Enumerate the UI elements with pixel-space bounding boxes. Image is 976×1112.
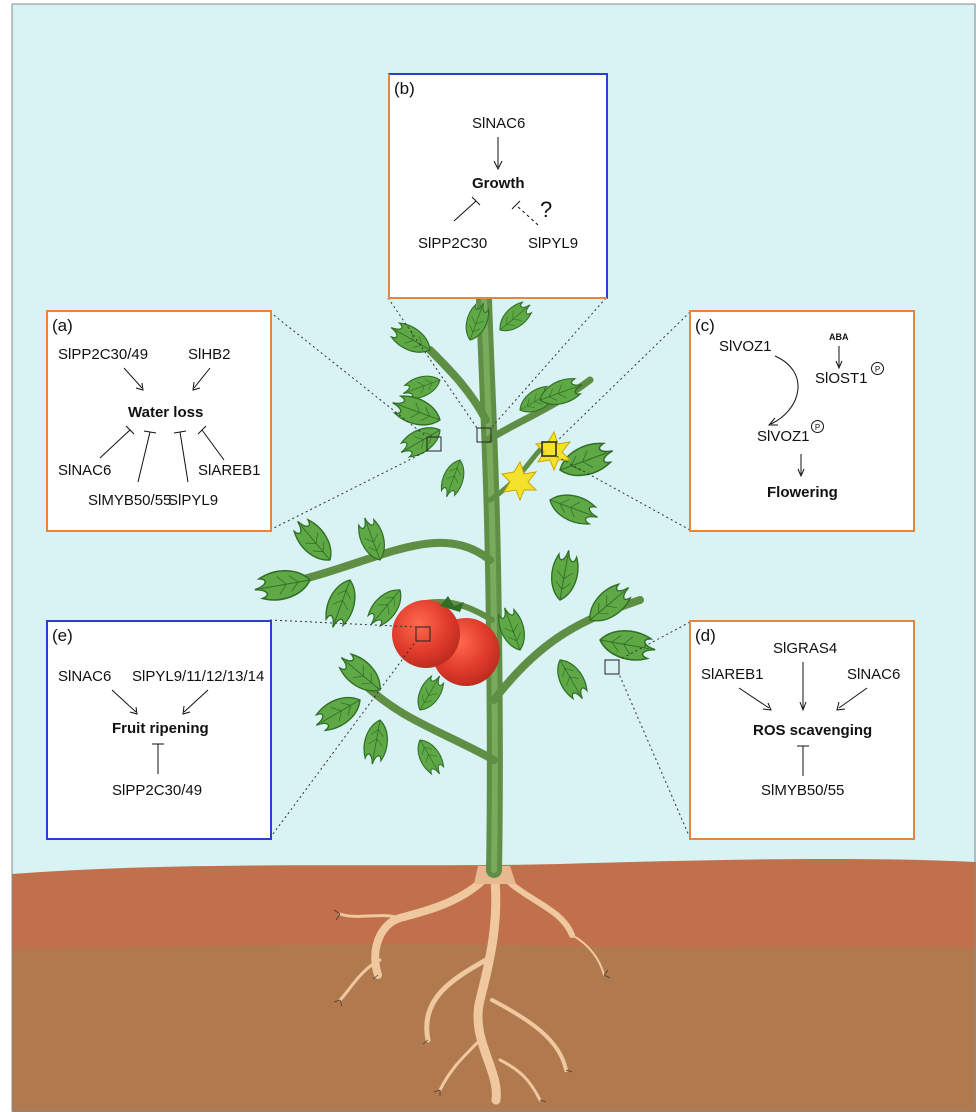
gene-slpyl9: SlPYL9 (168, 492, 218, 509)
panel-e-label: (e) (52, 626, 73, 646)
aba-label: ABA (829, 332, 849, 342)
gene-slareb1: SlAREB1 (198, 462, 261, 479)
gene-slnac6: SlNAC6 (58, 668, 111, 685)
gene-slmyb50-55: SlMYB50/55 (88, 492, 171, 509)
panel-b-title: Growth (472, 175, 525, 192)
gene-slgras4: SlGRAS4 (773, 640, 837, 657)
gene-slost1: SlOST1 (815, 370, 868, 387)
panel-a-title: Water loss (128, 404, 203, 421)
panel-c-label: (c) (695, 316, 715, 336)
gene-slvoz1-phospho: SlVOZ1 (757, 428, 810, 445)
panel-d-title: ROS scavenging (753, 722, 872, 739)
panel-a-label: (a) (52, 316, 73, 336)
gene-slpp2c30-49: SlPP2C30/49 (58, 346, 148, 363)
gene-slnac6: SlNAC6 (847, 666, 900, 683)
phospho-circle: P (811, 420, 824, 433)
panel-c: (c) SlVOZ1 ABA SlOST1 P SlVOZ1 P Floweri… (689, 310, 915, 532)
panel-d-label: (d) (695, 626, 716, 646)
gene-slpp2c30: SlPP2C30 (418, 235, 487, 252)
panel-a: (a) SlPP2C30/49 SlHB2 Water loss SlNAC6 … (46, 310, 272, 532)
panel-c-title: Flowering (767, 484, 838, 501)
panel-d: (d) SlGRAS4 SlAREB1 SlNAC6 ROS scavengin… (689, 620, 915, 840)
gene-slpp2c30-49: SlPP2C30/49 (112, 782, 202, 799)
panel-e-title: Fruit ripening (112, 720, 209, 737)
unknown-mark: ? (540, 197, 552, 223)
gene-slnac6: SlNAC6 (58, 462, 111, 479)
phospho-circle: P (871, 362, 884, 375)
gene-slpyl9: SlPYL9 (528, 235, 578, 252)
panel-b-label: (b) (394, 79, 415, 99)
gene-slnac6: SlNAC6 (472, 115, 525, 132)
gene-slvoz1: SlVOZ1 (719, 338, 772, 355)
gene-slmyb50-55: SlMYB50/55 (761, 782, 844, 799)
gene-slpyl9-11-12-13-14: SlPYL9/11/12/13/14 (132, 668, 264, 685)
gene-slhb2: SlHB2 (188, 346, 231, 363)
gene-slareb1: SlAREB1 (701, 666, 764, 683)
panel-e: (e) SlNAC6 SlPYL9/11/12/13/14 Fruit ripe… (46, 620, 272, 840)
panel-b: (b) SlNAC6 Growth SlPP2C30 SlPYL9 ? (388, 73, 608, 299)
